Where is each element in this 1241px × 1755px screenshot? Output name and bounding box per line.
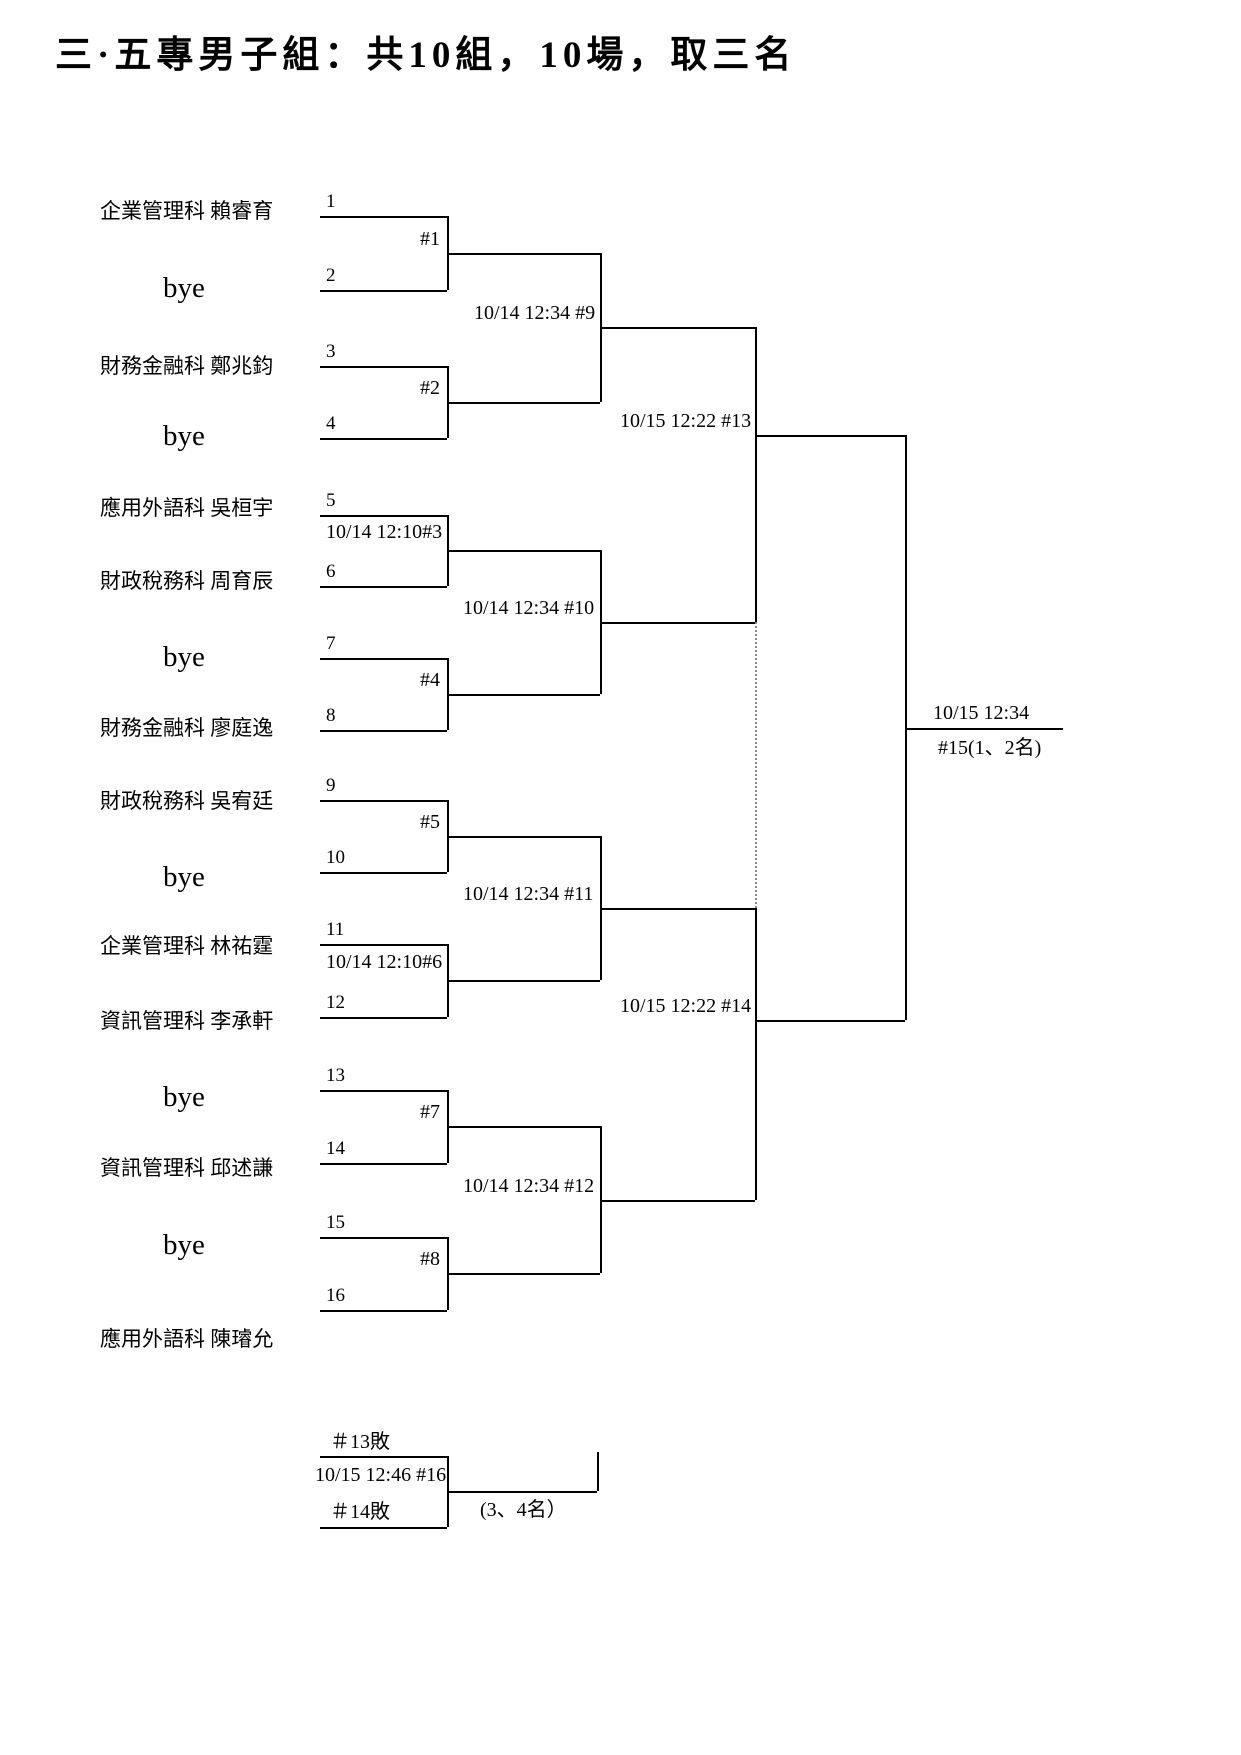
seed-5: 5 bbox=[326, 490, 336, 511]
match-4-label: #4 bbox=[420, 669, 440, 691]
slot-line-15 bbox=[320, 1237, 447, 1239]
final-winner-line bbox=[905, 728, 1063, 730]
seed-2: 2 bbox=[326, 265, 336, 286]
match-11-label: 10/14 12:34 #11 bbox=[463, 883, 594, 905]
seed-10: 10 bbox=[326, 847, 345, 868]
page-title: 三·五專男子組：共10組，10場，取三名 bbox=[55, 35, 797, 76]
slot-line-1 bbox=[320, 216, 447, 218]
match-7-winner-line bbox=[447, 1126, 600, 1128]
third-place-top-label: ＃13敗 bbox=[330, 1431, 390, 1453]
third-place-top-line bbox=[320, 1456, 447, 1458]
slot-line-11 bbox=[320, 944, 447, 946]
seed-8: 8 bbox=[326, 705, 336, 726]
match-5-label: #5 bbox=[420, 811, 440, 833]
match-2-winner-line bbox=[447, 402, 600, 404]
slot-line-9 bbox=[320, 800, 447, 802]
slot-line-7 bbox=[320, 658, 447, 660]
entrant-11: 企業管理科 林祐霆 bbox=[100, 934, 274, 958]
slot-line-4 bbox=[320, 438, 447, 440]
center-dotted-line bbox=[755, 622, 757, 908]
seed-16: 16 bbox=[326, 1285, 345, 1306]
seed-9: 9 bbox=[326, 775, 336, 796]
seed-12: 12 bbox=[326, 992, 345, 1013]
match-8-label: #8 bbox=[420, 1248, 440, 1270]
entrant-9: 財政稅務科 吳宥廷 bbox=[100, 789, 274, 813]
slot-line-10 bbox=[320, 872, 447, 874]
seed-3: 3 bbox=[326, 341, 336, 362]
match-10-label: 10/14 12:34 #10 bbox=[463, 597, 595, 619]
entrant-16: 應用外語科 陳璿允 bbox=[100, 1327, 274, 1351]
match-7-label: #7 bbox=[420, 1101, 440, 1123]
third-place-bottom-label: ＃14敗 bbox=[330, 1501, 390, 1523]
match-2-label: #2 bbox=[420, 377, 440, 399]
slot-line-3 bbox=[320, 366, 447, 368]
match-3-label: 10/14 12:10#3 bbox=[326, 521, 443, 543]
final-match-label: #15(1、2名) bbox=[938, 737, 1042, 759]
match-13-label: 10/15 12:22 #13 bbox=[620, 410, 752, 432]
entrant-8: 財務金融科 廖庭逸 bbox=[100, 716, 274, 740]
match-1-label: #1 bbox=[420, 228, 440, 250]
slot-line-6 bbox=[320, 586, 447, 588]
third-place-bottom-line bbox=[320, 1527, 447, 1529]
match-6-label: 10/14 12:10#6 bbox=[326, 951, 443, 973]
match-8-winner-line bbox=[447, 1273, 600, 1275]
match-13-winner-line bbox=[755, 435, 905, 437]
slot-line-13 bbox=[320, 1090, 447, 1092]
match-12-winner-line bbox=[600, 1200, 755, 1202]
entrant-4: bye bbox=[163, 420, 205, 452]
third-place-note: (3、4名） bbox=[480, 1499, 567, 1521]
third-place-winner-line bbox=[447, 1491, 597, 1493]
match-3-winner-line bbox=[447, 550, 600, 552]
slot-line-5 bbox=[320, 515, 447, 517]
seed-13: 13 bbox=[326, 1065, 345, 1086]
entrant-3: 財務金融科 鄭兆鈞 bbox=[100, 354, 274, 378]
third-place-stub-line bbox=[597, 1452, 599, 1491]
final-connector bbox=[905, 435, 907, 1020]
slot-line-14 bbox=[320, 1163, 447, 1165]
seed-4: 4 bbox=[326, 413, 336, 434]
seed-11: 11 bbox=[326, 919, 345, 940]
slot-line-2 bbox=[320, 290, 447, 292]
match-14-winner-line bbox=[755, 1020, 905, 1022]
match-9-winner-line bbox=[600, 327, 755, 329]
entrant-15: bye bbox=[163, 1229, 205, 1261]
third-place-match-label: 10/15 12:46 #16 bbox=[315, 1464, 447, 1486]
match-9-label: 10/14 12:34 #9 bbox=[474, 302, 596, 324]
entrant-12: 資訊管理科 李承軒 bbox=[100, 1009, 274, 1033]
seed-1: 1 bbox=[326, 191, 336, 212]
final-time-label: 10/15 12:34 bbox=[933, 702, 1030, 724]
match-1-winner-line bbox=[447, 253, 600, 255]
match-5-winner-line bbox=[447, 836, 600, 838]
match-13-connector bbox=[755, 327, 757, 622]
entrant-7: bye bbox=[163, 641, 205, 673]
slot-line-16 bbox=[320, 1310, 447, 1312]
match-10-winner-line bbox=[600, 622, 755, 624]
match-6-winner-line bbox=[447, 980, 600, 982]
entrant-6: 財政稅務科 周育辰 bbox=[100, 569, 274, 593]
match-14-label: 10/15 12:22 #14 bbox=[620, 995, 752, 1017]
seed-15: 15 bbox=[326, 1212, 345, 1233]
seed-14: 14 bbox=[326, 1138, 345, 1159]
entrant-14: 資訊管理科 邱述謙 bbox=[100, 1156, 274, 1180]
entrant-5: 應用外語科 吳桓宇 bbox=[100, 496, 274, 520]
entrant-13: bye bbox=[163, 1081, 205, 1113]
seed-6: 6 bbox=[326, 561, 336, 582]
slot-line-8 bbox=[320, 730, 447, 732]
entrant-10: bye bbox=[163, 861, 205, 893]
entrant-1: 企業管理科 賴睿育 bbox=[100, 199, 274, 223]
entrant-2: bye bbox=[163, 272, 205, 304]
match-12-label: 10/14 12:34 #12 bbox=[463, 1175, 595, 1197]
seed-7: 7 bbox=[326, 633, 336, 654]
slot-line-12 bbox=[320, 1017, 447, 1019]
match-14-connector bbox=[755, 908, 757, 1200]
match-11-winner-line bbox=[600, 908, 755, 910]
match-4-winner-line bbox=[447, 694, 600, 696]
match-12-connector bbox=[600, 1126, 602, 1273]
